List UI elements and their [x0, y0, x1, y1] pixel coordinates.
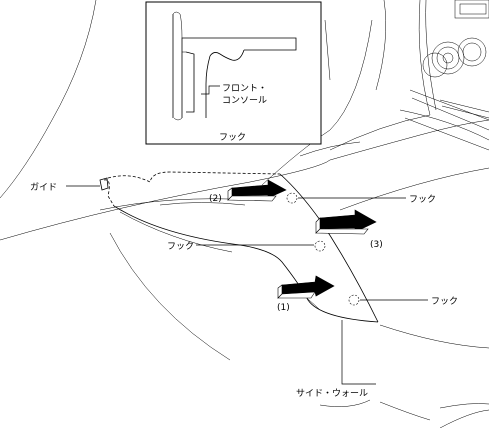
- hook-detail-inset: フロント・ コンソール フック: [145, 1, 322, 145]
- step-number-2: (2): [209, 194, 222, 204]
- hook-label-middle: フック: [167, 241, 194, 252]
- hook-marker-middle: [314, 240, 326, 252]
- step-number-3: (3): [370, 240, 383, 250]
- callout-leaders: [66, 185, 428, 385]
- arrow-step-2: [227, 179, 287, 202]
- arrow-step-3: [315, 209, 377, 235]
- arrow-step-1: [277, 275, 335, 299]
- guide-label: ガイド: [30, 182, 57, 193]
- hook-marker-lower: [348, 294, 360, 306]
- side-wall-panel: [99, 171, 379, 323]
- hook-label-upper-right: フック: [409, 194, 436, 205]
- hook-marker-upper: [286, 192, 298, 204]
- inset-hook-caption: フック: [219, 132, 246, 143]
- front-console-label-line2: コンソール: [222, 96, 267, 106]
- step-number-1: (1): [277, 303, 290, 313]
- hook-label-lower-right: フック: [431, 296, 458, 307]
- side-wall-label: サイド・ウォール: [296, 388, 368, 399]
- front-console-label-line1: フロント・: [222, 84, 267, 94]
- dashboard-vents: [399, 0, 489, 151]
